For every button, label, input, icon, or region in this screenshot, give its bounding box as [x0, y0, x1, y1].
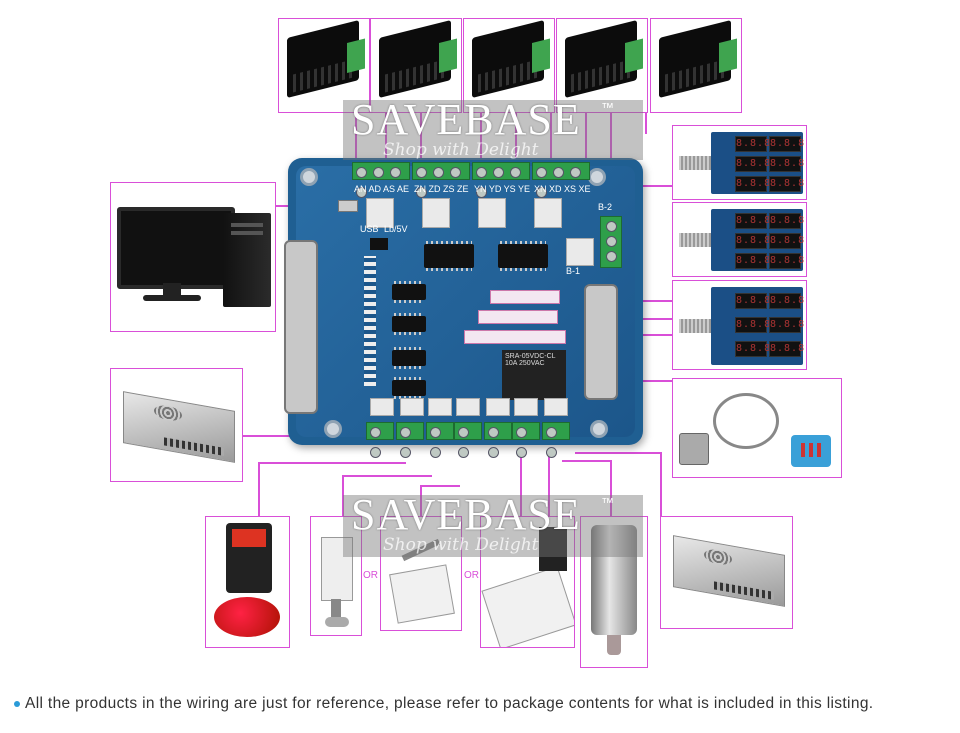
separator-or-right: OR — [464, 570, 479, 581]
stepper-driver-4-image — [556, 18, 648, 113]
watermark-top: SAVEBASE ™ Shop with Delight — [343, 95, 643, 160]
pendant-cable-image — [672, 378, 842, 478]
computer-image — [110, 182, 276, 332]
axis-label-a: AN AD AS AE — [354, 184, 410, 194]
spindle-motor-image — [580, 516, 648, 668]
power-supply-right-image — [660, 516, 793, 629]
port-b2-label: B-2 — [598, 202, 613, 212]
display-header-3 — [464, 330, 566, 344]
port-b1-label: B-1 — [566, 266, 581, 276]
axis-label-y: YN YD YS YE — [474, 184, 531, 194]
limit-switch-2-image — [380, 516, 462, 631]
watermark-tagline: Shop with Delight — [383, 535, 539, 555]
db25-connector — [284, 240, 318, 414]
display-module-3-image — [672, 280, 807, 370]
breakout-board: AN AD AS AE ZN ZD ZS ZE YN YD YS YE XN X… — [284, 158, 643, 458]
db15-connector — [584, 284, 618, 400]
bullet-icon — [14, 700, 20, 707]
separator-or-left: OR — [363, 570, 378, 581]
voltage-label: Lb/5V — [384, 224, 408, 234]
axis-label-x: XN XD XS XE — [534, 184, 591, 194]
stepper-driver-3-image — [463, 18, 555, 113]
watermark-bottom: SAVEBASE ™ Shop with Delight — [343, 490, 643, 557]
stop-button-icon — [226, 523, 272, 593]
footer-note: All the products in the wiring are just … — [14, 695, 873, 713]
watermark-brand: SAVEBASE — [351, 490, 581, 539]
remote-icon — [791, 435, 831, 467]
watermark-tagline: Shop with Delight — [383, 140, 539, 160]
display-module-1-image — [672, 125, 807, 200]
display-header-2 — [478, 310, 558, 324]
usb-label: USB — [360, 224, 379, 234]
watermark-trademark: ™ — [601, 100, 614, 115]
display-header-1 — [490, 290, 560, 304]
emergency-stop-image — [205, 516, 290, 648]
display-module-2-image — [672, 202, 807, 277]
watermark-brand: SAVEBASE — [351, 95, 581, 144]
power-supply-left-image — [110, 368, 243, 482]
usb-port-icon — [338, 200, 358, 212]
axis-label-z: ZN ZD ZS ZE — [414, 184, 469, 194]
limit-switch-1-image — [310, 516, 362, 636]
stepper-driver-5-image — [650, 18, 742, 113]
monitor-icon — [117, 207, 235, 289]
limit-switch-3-image — [480, 516, 575, 648]
spindle-icon — [591, 525, 637, 635]
footer-note-text: All the products in the wiring are just … — [25, 695, 874, 712]
watermark-trademark: ™ — [601, 495, 614, 510]
stepper-driver-1-image — [278, 18, 370, 113]
stepper-driver-2-image — [370, 18, 462, 113]
pc-tower-icon — [223, 213, 271, 307]
